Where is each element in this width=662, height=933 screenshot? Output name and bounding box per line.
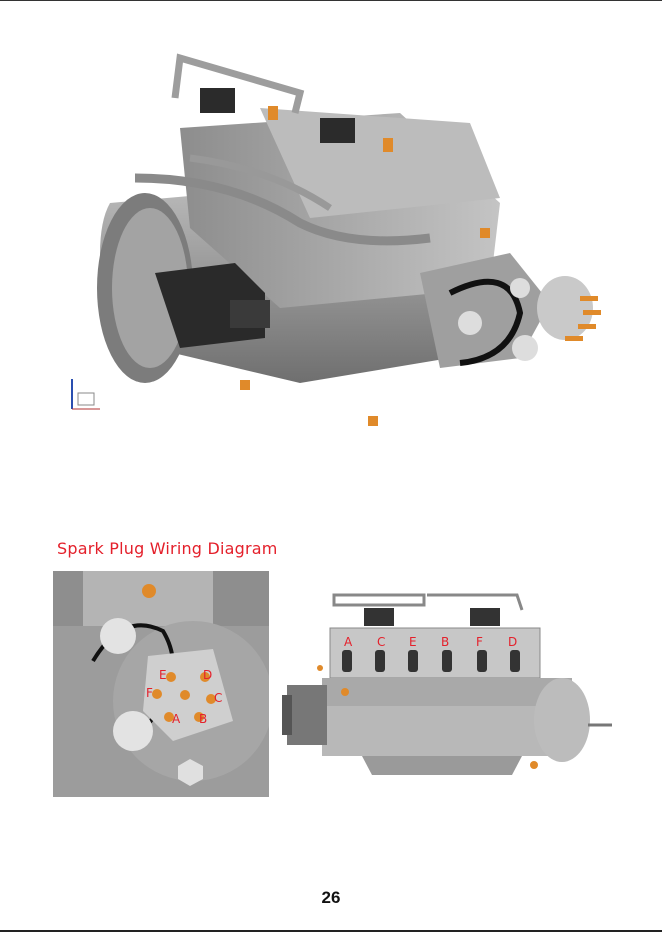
axis-gizmo-icon (64, 375, 104, 415)
end-view-label-a: A (172, 713, 180, 725)
side-view-label-c: C (377, 636, 385, 648)
side-view-label-f: F (476, 636, 483, 648)
end-view-label-b: B (199, 713, 207, 725)
section-title: Spark Plug Wiring Diagram (57, 539, 278, 558)
side-view-label-b: B (441, 636, 449, 648)
end-view-label-f: F (146, 687, 153, 699)
side-view-label-a: A (344, 636, 352, 648)
page-number: 26 (0, 888, 662, 908)
engine-isometric-illustration (50, 38, 610, 438)
top-border (0, 0, 662, 1)
bottom-border (0, 930, 662, 932)
end-view-label-e: E (159, 669, 167, 681)
end-view-label-d: D (203, 669, 212, 681)
side-view-label-d: D (508, 636, 517, 648)
end-view-detail-illustration (53, 571, 269, 797)
side-view-illustration (282, 590, 612, 780)
end-view-label-c: C (214, 692, 222, 704)
side-view-label-e: E (409, 636, 417, 648)
